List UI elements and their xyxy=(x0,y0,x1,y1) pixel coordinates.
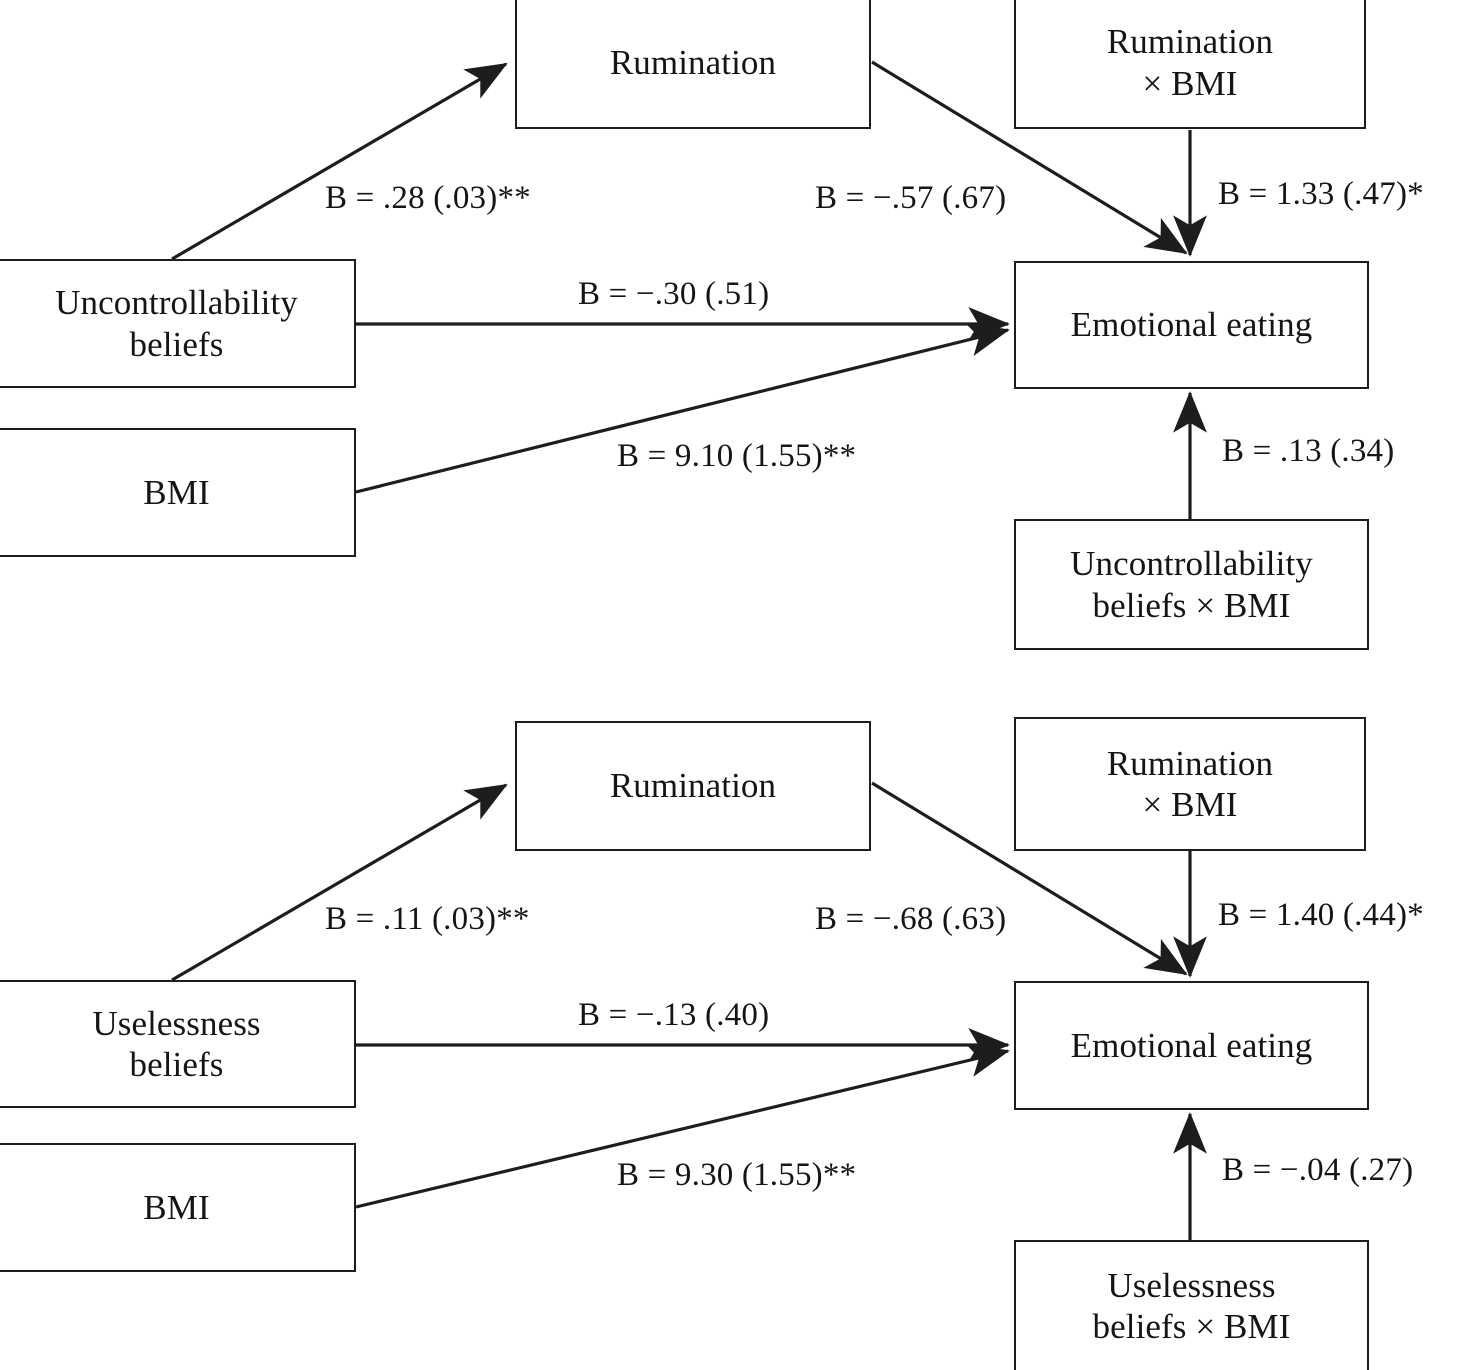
path-label-moderation-beliefs-bmi-top: B = .13 (.34) xyxy=(1222,433,1395,469)
node-emotional-eating-top: Emotional eating xyxy=(1014,261,1369,389)
node-bmi-bottom: BMI xyxy=(0,1143,356,1272)
node-uncontrollability-beliefs-bmi-line2: beliefs × BMI xyxy=(1092,585,1291,625)
arrow-beliefs-to-rumination-bottom xyxy=(171,783,508,982)
node-bmi-top-label: BMI xyxy=(143,472,210,512)
arrow-beliefs-to-rumination-top xyxy=(171,62,508,261)
path-label-bmi-bottom: B = 9.30 (1.55)** xyxy=(617,1157,857,1193)
path-label-bmi-top: B = 9.10 (1.55)** xyxy=(617,438,857,474)
path-label-b-bottom: B = −.68 (.63) xyxy=(815,901,1007,937)
node-rumination-bmi-bottom: Rumination × BMI xyxy=(1014,717,1366,851)
node-uselessness-beliefs-bmi-line1: Uselessness xyxy=(1107,1265,1276,1305)
node-uselessness-beliefs-bmi-line2: beliefs × BMI xyxy=(1092,1307,1291,1346)
node-rumination-top-label: Rumination xyxy=(609,42,777,82)
path-label-a-top: B = .28 (.03)** xyxy=(325,180,531,216)
node-rumination-bmi-top-line1: Rumination xyxy=(1106,22,1274,62)
node-uncontrollability-beliefs-bmi: Uncontrollability beliefs × BMI xyxy=(1014,519,1369,650)
node-rumination-bmi-bottom-line2: × BMI xyxy=(1142,785,1238,824)
node-uselessness-beliefs-line1: Uselessness xyxy=(92,1003,261,1043)
path-label-moderation-rumination-bmi-top: B = 1.33 (.47)* xyxy=(1218,176,1424,212)
path-label-c-prime-top: B = −.30 (.51) xyxy=(578,276,770,312)
path-label-b-top: B = −.57 (.67) xyxy=(815,180,1007,216)
path-label-c-prime-bottom: B = −.13 (.40) xyxy=(578,997,770,1033)
node-uselessness-beliefs: Uselessness beliefs xyxy=(0,980,356,1108)
node-uncontrollability-beliefs: Uncontrollability beliefs xyxy=(0,259,356,388)
node-uncontrollability-beliefs-line2: beliefs xyxy=(129,324,224,364)
path-label-moderation-beliefs-bmi-bottom: B = −.04 (.27) xyxy=(1222,1152,1414,1188)
path-label-a-bottom: B = .11 (.03)** xyxy=(325,901,530,937)
node-rumination-bottom: Rumination xyxy=(515,721,871,851)
node-bmi-top: BMI xyxy=(0,428,356,557)
node-emotional-eating-top-label: Emotional eating xyxy=(1070,305,1313,345)
node-uncontrollability-beliefs-line1: Uncontrollability xyxy=(55,283,298,323)
node-uncontrollability-beliefs-bmi-line1: Uncontrollability xyxy=(1070,544,1313,584)
node-rumination-bmi-top-line2: × BMI xyxy=(1142,63,1238,103)
node-emotional-eating-bottom: Emotional eating xyxy=(1014,981,1369,1110)
node-uselessness-beliefs-bmi: Uselessness beliefs × BMI xyxy=(1014,1240,1369,1370)
node-uselessness-beliefs-line2: beliefs xyxy=(129,1045,224,1084)
path-label-moderation-rumination-bmi-bottom: B = 1.40 (.44)* xyxy=(1218,897,1424,933)
node-rumination-top: Rumination xyxy=(515,0,871,129)
node-bmi-bottom-label: BMI xyxy=(143,1187,210,1227)
node-emotional-eating-bottom-label: Emotional eating xyxy=(1070,1025,1313,1065)
node-rumination-bottom-label: Rumination xyxy=(609,766,777,806)
node-rumination-bmi-bottom-line1: Rumination xyxy=(1106,743,1274,783)
node-rumination-bmi-top: Rumination × BMI xyxy=(1014,0,1366,129)
